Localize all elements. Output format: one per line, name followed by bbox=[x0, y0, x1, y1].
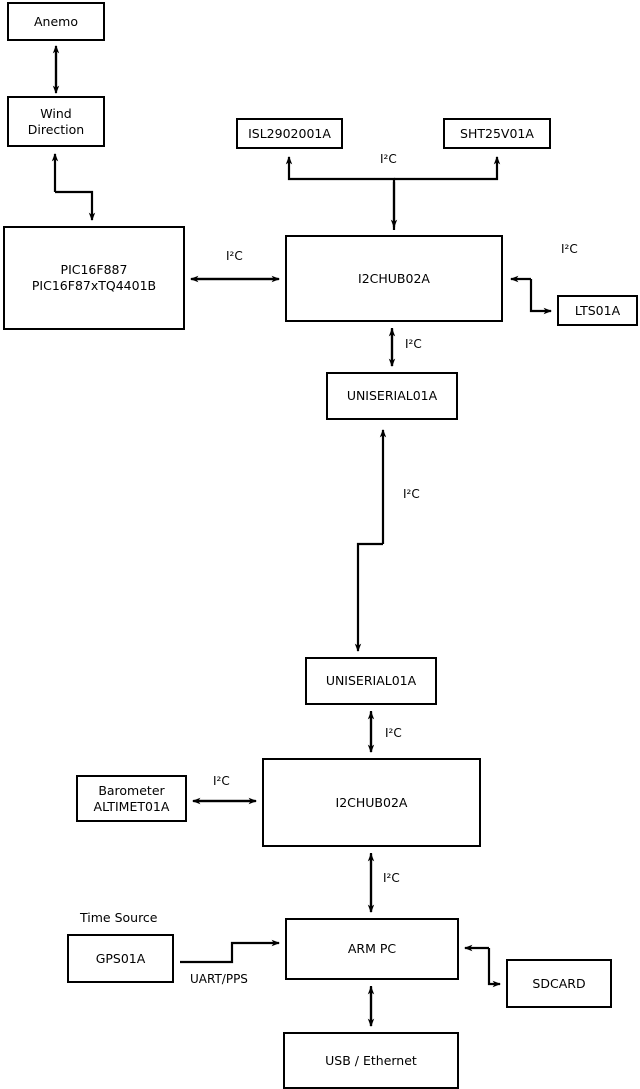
edge-label-i2c-sensor-bus: I²C bbox=[380, 152, 397, 166]
node-pic-microcontroller-label: PIC16F887 PIC16F87xTQ4401B bbox=[31, 262, 157, 293]
edge-label-i2c-barometer: I²C bbox=[213, 774, 230, 788]
node-lts01a-label: LTS01A bbox=[574, 302, 621, 318]
node-uniserial01a-upper-label: UNISERIAL01A bbox=[346, 388, 438, 404]
node-wind-direction-label: Wind Direction bbox=[27, 105, 85, 137]
label-time-source: Time Source bbox=[80, 910, 158, 925]
node-isl2902001a-label: ISL2902001A bbox=[248, 125, 331, 141]
edge-label-i2c-hub-uniserial-upper: I²C bbox=[405, 337, 422, 351]
edge-wind-pic-step bbox=[55, 190, 96, 221]
node-arm-pc[interactable]: ARM PC bbox=[285, 918, 459, 980]
node-usb-ethernet[interactable]: USB / Ethernet bbox=[283, 1032, 459, 1089]
edge-hub-sht-branch bbox=[394, 156, 501, 181]
node-arm-pc-label: ARM PC bbox=[347, 941, 397, 957]
edge-label-i2c-hub-armpc: I²C bbox=[383, 871, 400, 885]
edge-label-i2c-lts01a: I²C bbox=[561, 242, 578, 256]
edge-label-i2c-uniserial-link: I²C bbox=[403, 487, 420, 501]
edge-label-i2c-pic-hub: I²C bbox=[226, 249, 243, 263]
node-lts01a[interactable]: LTS01A bbox=[557, 295, 638, 326]
node-uniserial01a-lower-label: UNISERIAL01A bbox=[325, 673, 417, 689]
node-sdcard-label: SDCARD bbox=[532, 975, 586, 991]
node-isl2902001a[interactable]: ISL2902001A bbox=[236, 118, 343, 149]
node-uniserial01a-upper[interactable]: UNISERIAL01A bbox=[326, 372, 458, 420]
node-usb-ethernet-label: USB / Ethernet bbox=[325, 1052, 417, 1068]
edge-gps-armpc bbox=[180, 939, 280, 964]
node-sht25v01a[interactable]: SHT25V01A bbox=[443, 118, 551, 149]
node-sdcard[interactable]: SDCARD bbox=[506, 959, 612, 1008]
edge-hub-sensor-bus bbox=[285, 156, 396, 230]
node-barometer-altimet01a[interactable]: Barometer ALTIMET01A bbox=[76, 775, 187, 822]
edge-uni1-uni2-down bbox=[354, 542, 383, 652]
edge-label-i2c-uniserial-lower-hub: I²C bbox=[385, 726, 402, 740]
edge-label-uart-pps: UART/PPS bbox=[190, 972, 248, 986]
edge-armpc-sdcard-out bbox=[487, 948, 501, 988]
node-gps01a-label: GPS01A bbox=[95, 950, 146, 966]
node-i2chub02a-bottom-label: I2CHUB02A bbox=[335, 794, 408, 810]
node-anemo-label: Anemo bbox=[34, 13, 78, 29]
node-pic-microcontroller[interactable]: PIC16F887 PIC16F87xTQ4401B bbox=[3, 226, 185, 330]
node-anemo[interactable]: Anemo bbox=[7, 2, 105, 41]
edge-hub-lts-out bbox=[529, 279, 552, 315]
node-sht25v01a-label: SHT25V01A bbox=[460, 125, 534, 141]
node-uniserial01a-lower[interactable]: UNISERIAL01A bbox=[305, 657, 437, 705]
node-gps01a[interactable]: GPS01A bbox=[67, 934, 174, 983]
node-i2chub02a-top[interactable]: I2CHUB02A bbox=[285, 235, 503, 322]
node-i2chub02a-bottom[interactable]: I2CHUB02A bbox=[262, 758, 481, 847]
node-wind-direction[interactable]: Wind Direction bbox=[7, 96, 105, 147]
node-barometer-altimet01a-label: Barometer ALTIMET01A bbox=[93, 782, 170, 814]
node-i2chub02a-top-label: I2CHUB02A bbox=[358, 270, 430, 286]
